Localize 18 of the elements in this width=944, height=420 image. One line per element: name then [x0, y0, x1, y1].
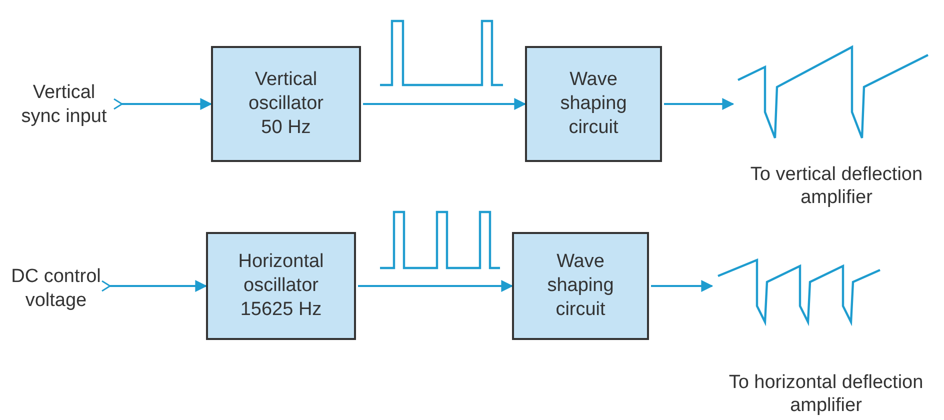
box-label: Wave shaping circuit — [546, 250, 615, 322]
process-box — [512, 232, 649, 340]
process-box — [211, 46, 361, 162]
process-box — [525, 46, 662, 162]
arrow — [358, 280, 514, 292]
input-label: DC control voltage — [10, 265, 102, 313]
arrow — [363, 98, 526, 110]
input-label: Vertical sync input — [20, 81, 108, 129]
output-label: To horizontal deflection amplifier — [728, 370, 924, 418]
box-label: Wave shaping circuit — [559, 68, 628, 140]
arrow — [101, 280, 208, 292]
output-label: To vertical deflection amplifier — [749, 162, 924, 210]
arrow — [113, 98, 212, 110]
arrow — [664, 98, 734, 110]
box-label: Vertical oscillator 50 Hz — [248, 68, 324, 140]
arrow — [651, 280, 714, 292]
process-box — [206, 232, 356, 340]
box-label: Horizontal oscillator 15625 Hz — [237, 250, 325, 322]
